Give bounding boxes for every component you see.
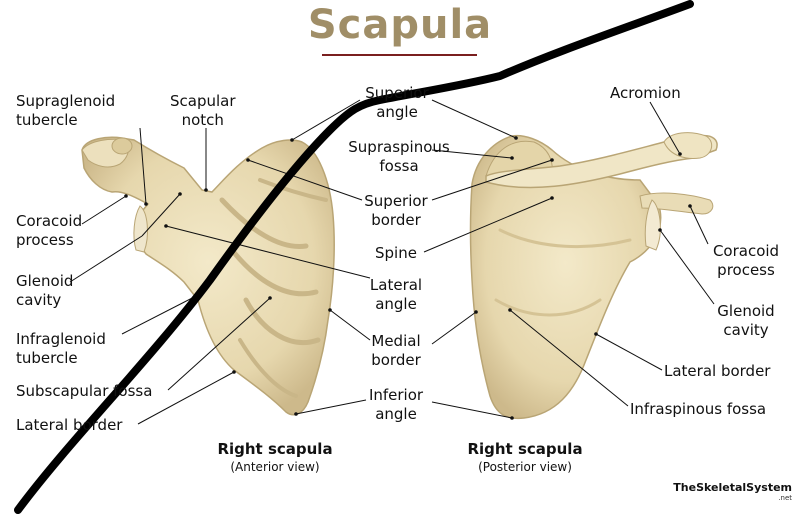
label-glenoid-cavity-right: Glenoid cavity	[704, 302, 788, 340]
label-lateral-border-left: Lateral border	[16, 416, 122, 435]
label-lateral-border-right: Lateral border	[664, 362, 770, 381]
label-superior-border: Superior border	[356, 192, 436, 230]
title-underline	[322, 54, 477, 56]
caption-posterior-title: Right scapula	[450, 440, 600, 458]
brand-logo-text: TheSkeletalSystem	[673, 481, 792, 494]
label-lateral-angle: Lateral angle	[356, 276, 436, 314]
label-acromion: Acromion	[610, 84, 681, 103]
diagram-title: Scapula	[0, 2, 800, 48]
label-infraspinous-fossa: Infraspinous fossa	[630, 400, 766, 419]
label-spine: Spine	[356, 244, 436, 263]
caption-anterior-title: Right scapula	[200, 440, 350, 458]
label-coracoid-process-left: Coracoid process	[16, 212, 82, 250]
label-medial-border: Medial border	[356, 332, 436, 370]
label-scapular-notch: Scapular notch	[170, 92, 236, 130]
label-superior-angle: Superior angle	[362, 84, 432, 122]
label-subscapular-fossa: Subscapular fossa	[16, 382, 152, 401]
label-supraspinous-fossa: Supraspinous fossa	[342, 138, 456, 176]
label-infraglenoid-tubercle: Infraglenoid tubercle	[16, 330, 106, 368]
caption-anterior-subtitle: (Anterior view)	[200, 460, 350, 474]
brand-logo-suffix: .net	[778, 494, 792, 502]
caption-posterior-subtitle: (Posterior view)	[450, 460, 600, 474]
label-glenoid-cavity-left: Glenoid cavity	[16, 272, 73, 310]
label-inferior-angle: Inferior angle	[356, 386, 436, 424]
label-coracoid-process-right: Coracoid process	[704, 242, 788, 280]
label-supraglenoid-tubercle: Supraglenoid tubercle	[16, 92, 115, 130]
